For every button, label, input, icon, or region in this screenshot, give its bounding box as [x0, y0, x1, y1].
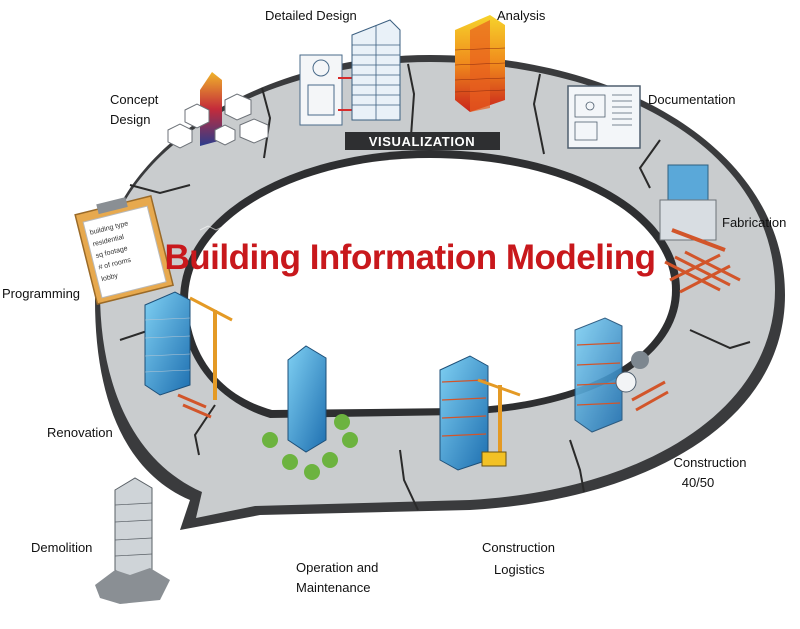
analysis-illustration [454, 15, 506, 112]
checklist-item: lobby [101, 272, 119, 283]
label-renovation: Renovation [47, 425, 113, 440]
label-analysis: Analysis [497, 8, 546, 23]
detailed-design-illustration [299, 19, 401, 126]
documentation-illustration [567, 85, 641, 149]
label-construction-line1: Construction [673, 455, 747, 470]
diagram-title: Building Information Modeling [164, 238, 656, 277]
operation-illustration [262, 345, 358, 480]
renovation-illustration [144, 291, 233, 419]
label-demolition: Demolition [31, 540, 93, 555]
programming-checklist: building type residential sq footage # o… [74, 195, 175, 305]
label-construction-line2: 40/50 [681, 475, 715, 490]
label-operation-line1: Operation and [296, 560, 379, 575]
concept-design-illustration [167, 72, 269, 149]
label-logistics-line1: Construction [482, 540, 555, 555]
label-programming: Programming [2, 286, 81, 301]
logistics-illustration [439, 355, 521, 471]
visualization-label: VISUALIZATION [369, 134, 476, 149]
label-documentation: Documentation [648, 92, 736, 107]
label-concept-design-line1: Concept [110, 92, 159, 107]
construction-illustration [574, 317, 669, 433]
visualization-banner: VISUALIZATION [345, 132, 500, 150]
label-detailed-design: Detailed Design [265, 8, 357, 23]
fabrication-illustration [659, 164, 741, 294]
label-fabrication: Fabrication [722, 215, 787, 230]
label-concept-design-line2: Design [110, 112, 151, 127]
label-logistics-line2: Logistics [494, 562, 545, 577]
demolition-illustration [95, 477, 170, 604]
label-operation-line2: Maintenance [296, 580, 371, 595]
